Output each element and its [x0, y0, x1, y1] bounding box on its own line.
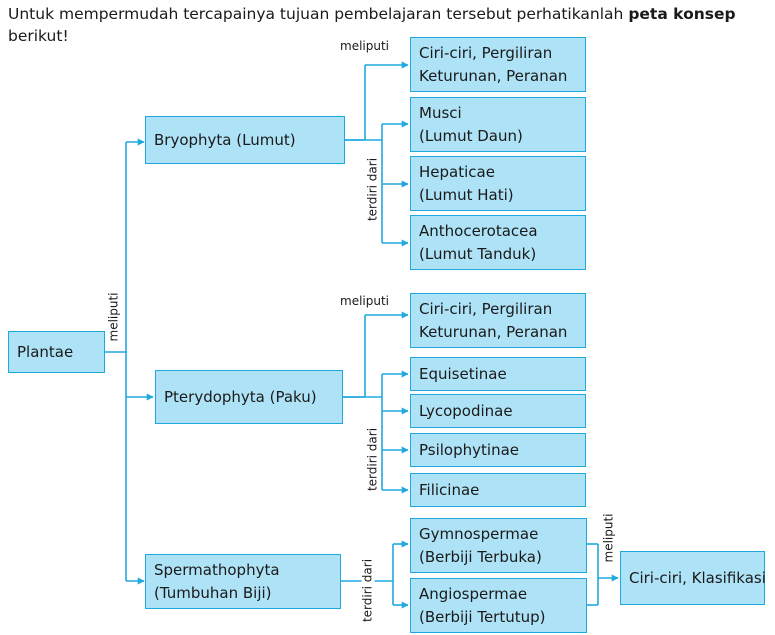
node-pterydophyta: Pterydophyta (Paku): [155, 370, 343, 424]
node-spermatophyta: Spermathophyta(Tumbuhan Biji): [145, 554, 341, 609]
node-hepaticae: Hepaticae(Lumut Hati): [410, 156, 586, 211]
node-equisetinae: Equisetinae: [410, 357, 586, 391]
node-gymnospermae: Gymnospermae(Berbiji Terbuka): [410, 518, 587, 573]
label-meliputi-bryophyta: meliputi: [340, 39, 390, 53]
label-terdiri-dari-spermatophyta: terdiri dari: [361, 554, 375, 627]
node-filicinae: Filicinae: [410, 473, 586, 507]
label-terdiri-dari-pterydophyta: terdiri dari: [366, 423, 380, 496]
label-meliputi-pterydophyta: meliputi: [340, 294, 390, 308]
node-psilophytinae: Psilophytinae: [410, 433, 586, 467]
node-plantae: Plantae: [8, 331, 105, 373]
label-meliputi-plantae: meliputi: [106, 292, 121, 342]
node-musci: Musci(Lumut Daun): [410, 97, 586, 152]
label-terdiri-dari-bryophyta: terdiri dari: [366, 153, 380, 226]
intro-text: Untuk mempermudah tercapainya tujuan pem…: [8, 5, 736, 45]
node-lycopodinae: Lycopodinae: [410, 394, 586, 428]
node-angiospermae: Angiospermae(Berbiji Tertutup): [410, 578, 587, 633]
node-bryophyta: Bryophyta (Lumut): [145, 116, 345, 164]
node-anthocerotacea: Anthocerotacea(Lumut Tanduk): [410, 215, 586, 270]
label-meliputi-spermatophyta: meliputi: [601, 513, 616, 563]
intro-bold: peta konsep: [628, 5, 736, 23]
node-spermatophyta-ciri: Ciri-ciri, Klasifikasi: [620, 551, 766, 605]
